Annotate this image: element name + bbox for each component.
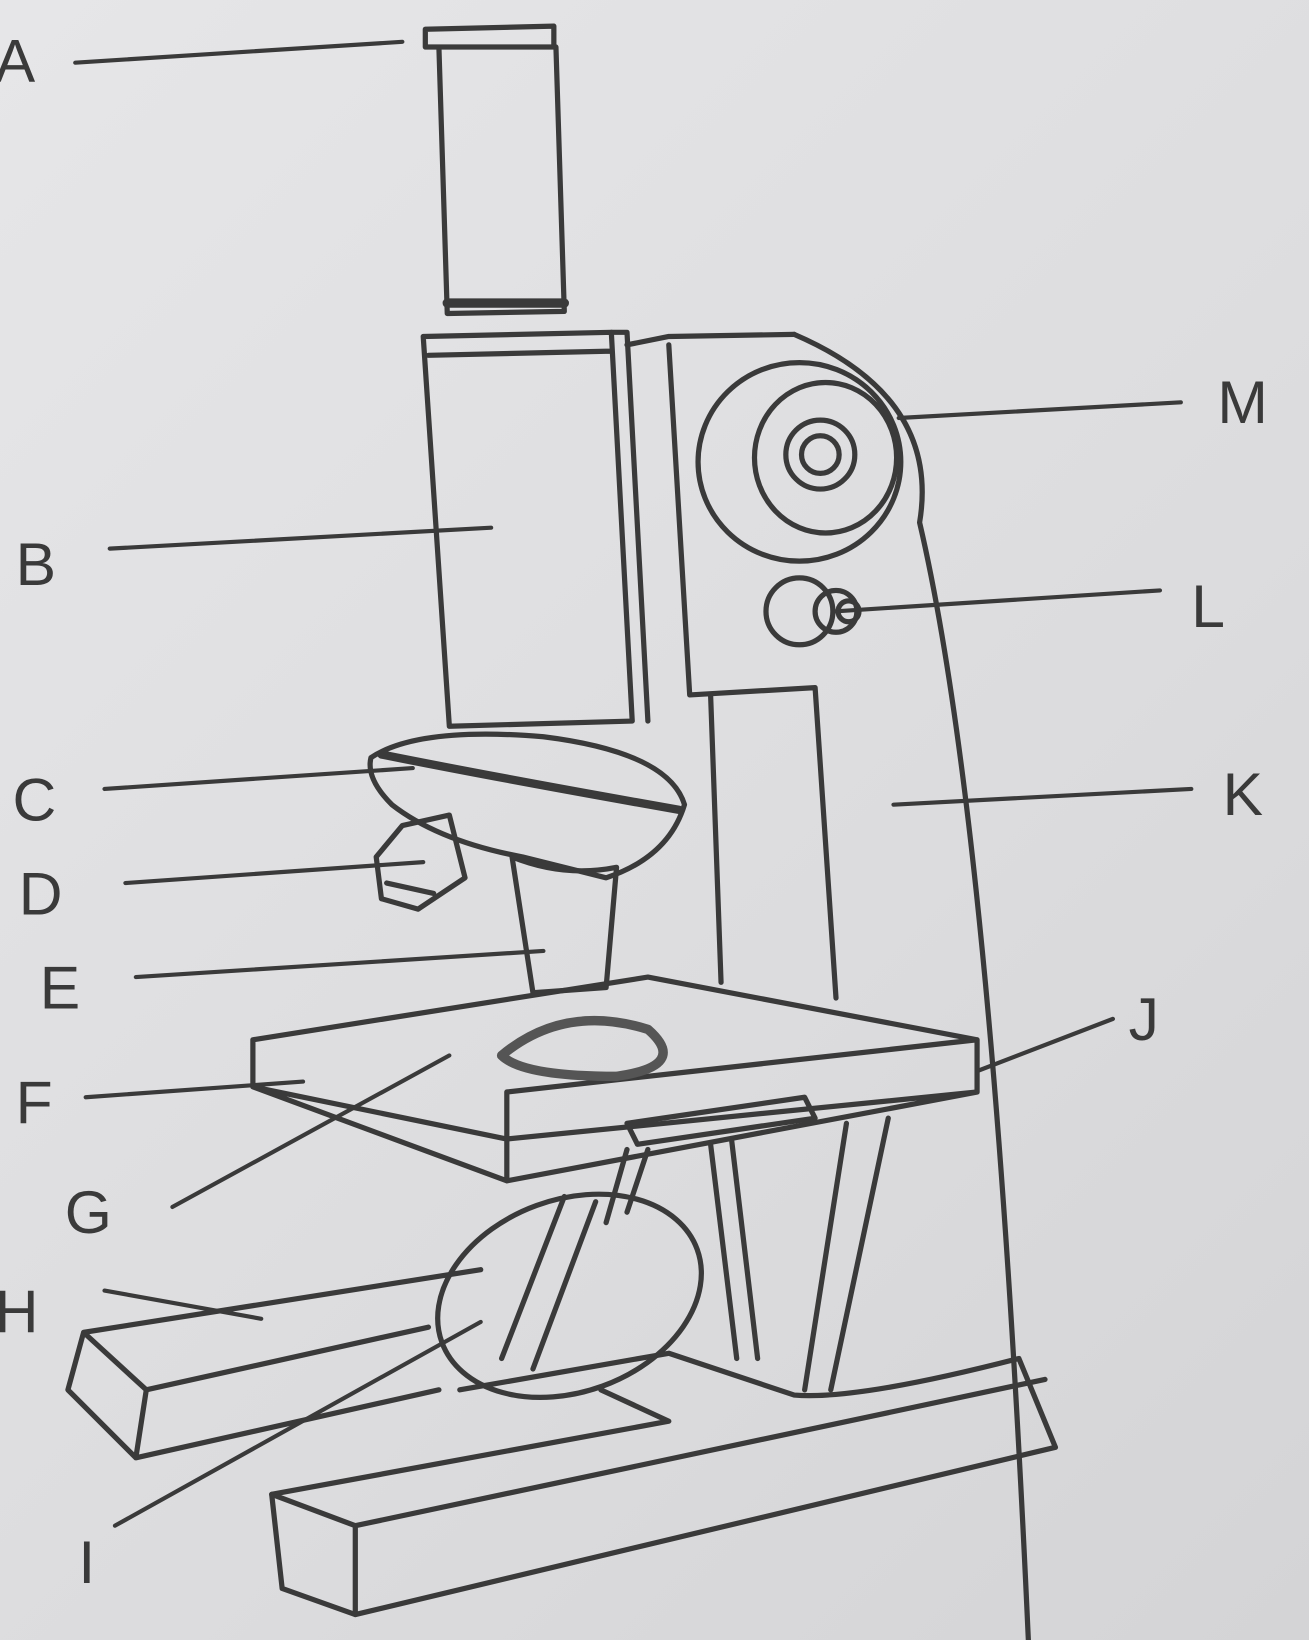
microscope-drawing <box>65 23 1059 1640</box>
stage-clip <box>624 1094 818 1147</box>
label-h: H <box>0 1277 39 1345</box>
arm-block <box>608 329 839 1001</box>
label-f: F <box>16 1068 53 1136</box>
label-l: L <box>1191 572 1225 640</box>
arm <box>791 331 1031 1640</box>
label-e: E <box>40 953 80 1021</box>
label-i: I <box>78 1528 95 1596</box>
eyepiece <box>422 23 567 317</box>
label-m: M <box>1217 368 1267 436</box>
label-d: D <box>19 859 63 927</box>
objective-lens-high <box>509 854 620 996</box>
stage <box>250 974 980 1184</box>
body-tube <box>420 329 635 729</box>
objective-lens-low <box>373 812 468 912</box>
part-labels: A B C D E F G H I J K L M <box>0 27 1268 1597</box>
coarse-adjustment-knob <box>695 360 904 564</box>
label-b: B <box>16 530 56 598</box>
label-k: K <box>1223 760 1263 828</box>
label-g: G <box>65 1178 112 1246</box>
label-a: A <box>0 27 36 95</box>
label-j: J <box>1129 985 1159 1053</box>
mirror <box>435 1146 704 1401</box>
leader-lines <box>73 39 1194 1528</box>
revolving-nosepiece <box>367 731 688 881</box>
label-c: C <box>13 765 57 833</box>
base <box>65 1267 484 1461</box>
stage-aperture <box>496 1015 668 1082</box>
